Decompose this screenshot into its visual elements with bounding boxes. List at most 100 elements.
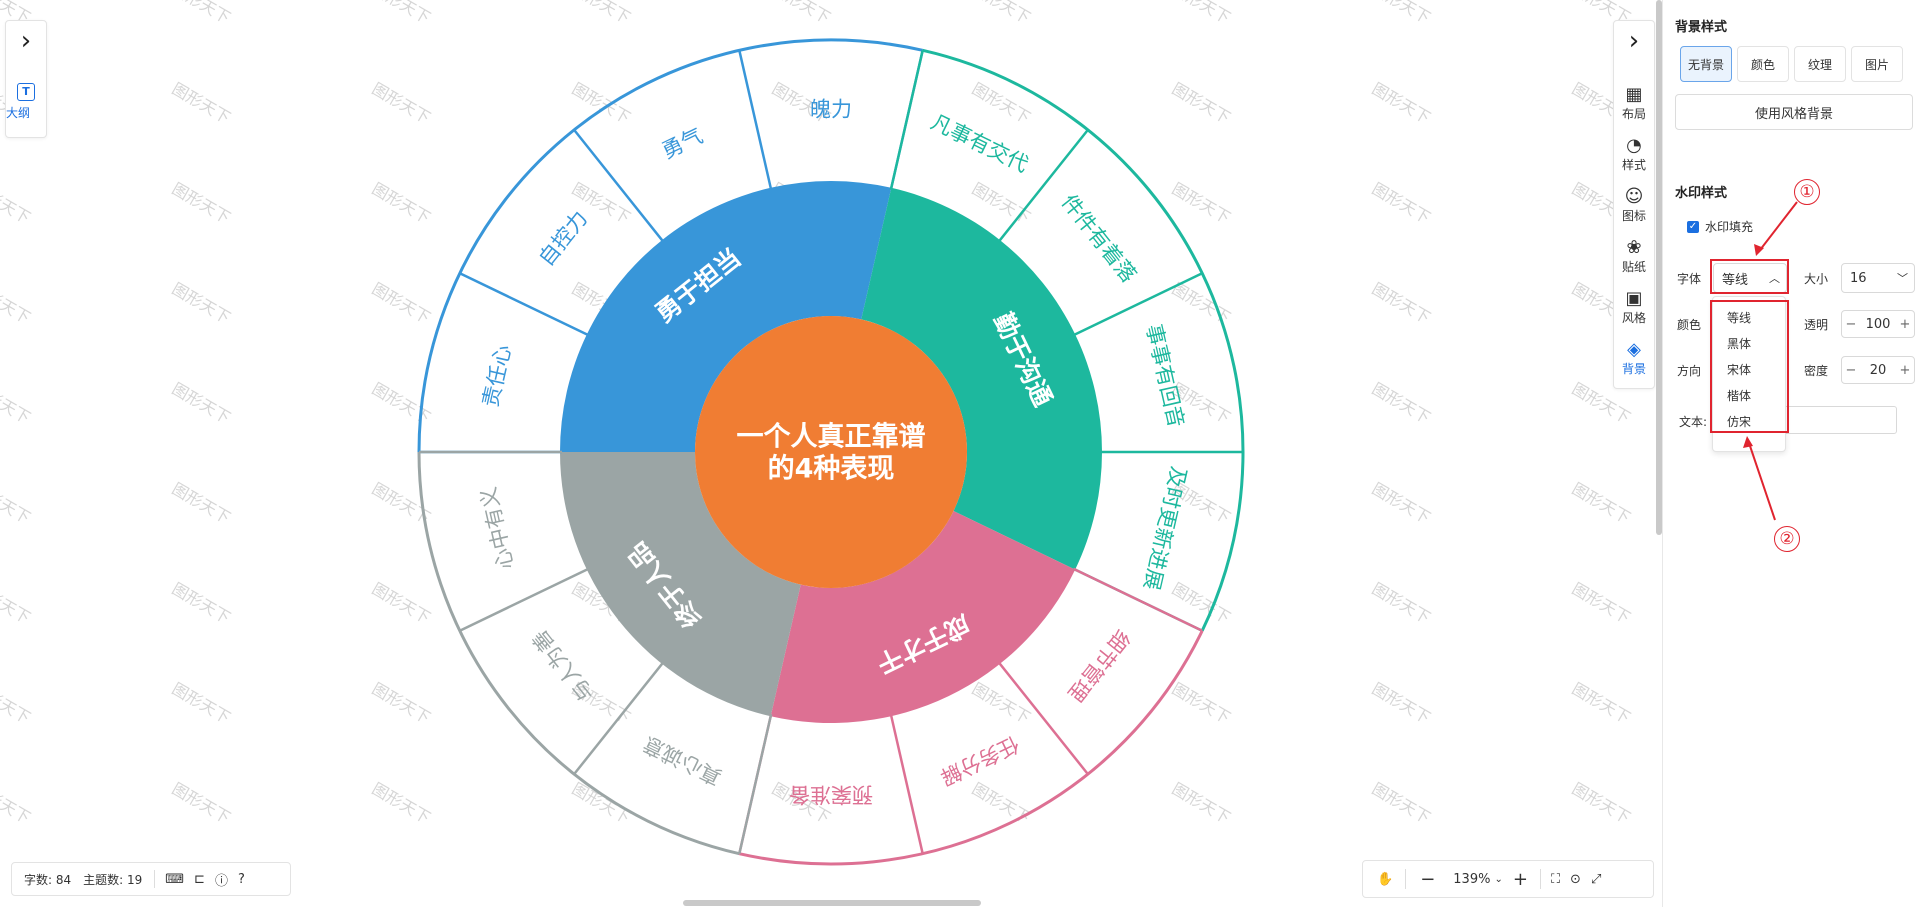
font-option[interactable]: 仿宋 xyxy=(1727,415,1752,429)
leaf-label[interactable]: 预案准备 xyxy=(789,783,873,807)
density-label: 密度 xyxy=(1804,364,1829,378)
branch-segment[interactable] xyxy=(861,187,1103,570)
leaf-label[interactable]: 及时更新进展 xyxy=(1139,464,1190,592)
center-topic-label: 一个人真正靠谱 xyxy=(737,421,926,453)
font-option[interactable]: 宋体 xyxy=(1727,363,1752,377)
word-count: 字数: 84 xyxy=(24,872,72,887)
leaf-label[interactable]: 责任心 xyxy=(478,342,515,409)
font-select[interactable]: 等线 ︿ xyxy=(1713,263,1787,293)
leaf-divider xyxy=(459,272,590,337)
leaf-label[interactable]: 真心诚意 xyxy=(639,732,725,790)
chevron-right-icon[interactable]: › xyxy=(1628,26,1640,56)
opacity-stepper[interactable]: − 100 + xyxy=(1841,310,1915,338)
leaf-label[interactable]: 细节管理 xyxy=(1063,625,1134,706)
outer-arc xyxy=(417,38,924,453)
text-label: 文本: xyxy=(1679,415,1708,429)
decrement-button[interactable]: − xyxy=(1845,316,1857,332)
font-option[interactable]: 黑体 xyxy=(1727,337,1752,351)
size-select[interactable]: 16 ﹀ xyxy=(1841,263,1915,293)
leaf-label[interactable]: 任务分解 xyxy=(937,732,1023,790)
right-toolbar: › ▦ 布局 ◔ 样式 ☺ 图标 ❀ 贴纸 ▣ 风格 ◈ 背景 xyxy=(1613,20,1655,389)
leaf-divider xyxy=(1072,272,1203,337)
mindmap-canvas[interactable]: 图形天下图形天下图形天下图形天下图形天下图形天下图形天下图形天下图形天下图形天下… xyxy=(0,0,1662,907)
hand-icon[interactable]: ✋ xyxy=(1377,871,1394,887)
decrement-button[interactable]: − xyxy=(1845,362,1857,378)
use-style-background-button[interactable]: 使用风格背景 xyxy=(1675,94,1913,130)
annotation-marker-2: ② xyxy=(1774,526,1800,552)
leaf-label[interactable]: 心中有义 xyxy=(476,485,518,572)
leaf-label[interactable]: 自控力 xyxy=(534,206,592,270)
keyboard-icon[interactable]: ⌨ xyxy=(165,871,185,887)
density-stepper[interactable]: − 20 + xyxy=(1841,356,1915,384)
direction-label: 方向 xyxy=(1677,364,1702,378)
info-icon[interactable]: ⓘ xyxy=(214,873,228,889)
zoom-out-button[interactable]: − xyxy=(1420,868,1436,890)
center-topic-label: 的4种表现 xyxy=(768,453,895,485)
chevron-down-icon[interactable]: ⌄ xyxy=(1494,873,1503,885)
leaf-label[interactable]: 勇气 xyxy=(658,123,706,163)
center-icon[interactable]: ⊙ xyxy=(1570,871,1581,887)
leaf-divider xyxy=(997,661,1089,775)
leaf-divider xyxy=(1072,567,1203,632)
leaf-label[interactable]: 件件有着落 xyxy=(1057,190,1141,287)
branch-segment[interactable] xyxy=(770,511,1076,723)
increment-button[interactable]: + xyxy=(1899,316,1911,332)
grid-icon: ▣ xyxy=(1625,288,1643,309)
horizontal-scrollbar[interactable] xyxy=(683,900,981,906)
toolbar-icon[interactable]: ☺ 图标 xyxy=(1614,187,1654,224)
toolbar-style-label: 样式 xyxy=(1621,158,1646,172)
leaf-label[interactable]: 与人为善 xyxy=(528,625,599,706)
frame-icon[interactable]: ⊏ xyxy=(194,871,205,887)
leaf-label[interactable]: 魄力 xyxy=(810,98,852,122)
palette-icon: ◔ xyxy=(1626,135,1642,156)
image-background-option[interactable]: 图片 xyxy=(1851,46,1903,82)
help-icon[interactable]: ? xyxy=(237,871,245,887)
outline-icon: T xyxy=(17,83,35,101)
size-select-value: 16 xyxy=(1850,270,1867,286)
layers-icon: ◈ xyxy=(1627,339,1641,360)
leaf-divider xyxy=(738,50,773,191)
center-topic[interactable] xyxy=(695,316,967,588)
toolbar-sticker[interactable]: ❀ 贴纸 xyxy=(1614,238,1654,275)
toolbar-style[interactable]: ◔ 样式 xyxy=(1614,136,1654,173)
font-select-value: 等线 xyxy=(1722,272,1749,288)
chevron-right-icon[interactable]: › xyxy=(20,26,32,56)
texture-background-option[interactable]: 纹理 xyxy=(1794,46,1846,82)
leaf-label[interactable]: 凡事有交代 xyxy=(927,110,1032,177)
toolbar-layout[interactable]: ▦ 布局 xyxy=(1614,85,1654,122)
zoom-in-button[interactable]: + xyxy=(1512,868,1528,890)
toolbar-icon-label: 图标 xyxy=(1621,209,1646,223)
toolbar-theme[interactable]: ▣ 风格 xyxy=(1614,289,1654,326)
font-option[interactable]: 楷体 xyxy=(1727,389,1752,403)
font-label: 字体 xyxy=(1677,272,1702,286)
toolbar-theme-label: 风格 xyxy=(1621,311,1646,325)
toolbar-background-label: 背景 xyxy=(1621,362,1646,376)
font-option[interactable]: 等线 xyxy=(1727,311,1752,325)
leaf-divider xyxy=(889,713,924,854)
layout-icon: ▦ xyxy=(1625,84,1643,105)
chevron-down-icon: ﹀ xyxy=(1897,272,1908,285)
toolbar-layout-label: 布局 xyxy=(1621,107,1646,121)
color-label: 颜色 xyxy=(1677,318,1702,332)
flower-icon: ❀ xyxy=(1626,237,1642,258)
fit-view-icon[interactable]: ⛶ xyxy=(1550,871,1561,887)
color-background-option[interactable]: 颜色 xyxy=(1737,46,1789,82)
annotation-marker-1: ① xyxy=(1794,179,1820,205)
outer-arc xyxy=(922,48,1245,632)
font-dropdown: 等线 黑体 宋体 楷体 仿宋 xyxy=(1712,296,1786,452)
watermark-fill-label: 水印填充 xyxy=(1705,220,1754,234)
branch-segment[interactable] xyxy=(560,452,801,717)
zoom-level[interactable]: 139% xyxy=(1453,871,1491,887)
outer-arc xyxy=(417,451,740,856)
fullscreen-icon[interactable]: ⤢ xyxy=(1590,871,1602,887)
toolbar-background[interactable]: ◈ 背景 xyxy=(1614,340,1654,377)
increment-button[interactable]: + xyxy=(1899,362,1911,378)
branch-segment[interactable] xyxy=(560,181,892,452)
no-background-option[interactable]: 无背景 xyxy=(1680,46,1732,82)
outline-button[interactable]: T 大纲 xyxy=(6,83,46,120)
vertical-scrollbar[interactable] xyxy=(1656,0,1662,535)
watermark-fill-checkbox[interactable]: ✓ 水印填充 xyxy=(1687,218,1753,235)
density-value[interactable]: 20 xyxy=(1869,362,1887,378)
opacity-value[interactable]: 100 xyxy=(1865,316,1891,332)
leaf-label[interactable]: 事事有回音 xyxy=(1142,322,1189,430)
